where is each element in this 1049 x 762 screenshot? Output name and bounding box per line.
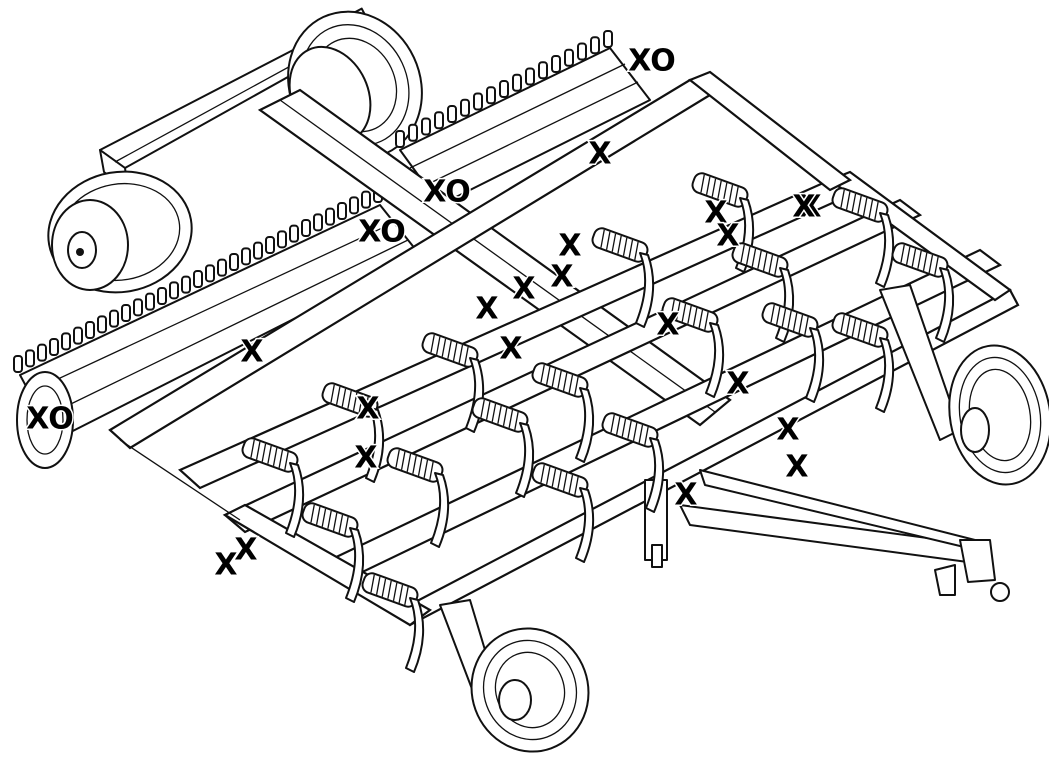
roller-tooth — [25, 349, 35, 368]
grease-point-marker: X — [798, 190, 821, 225]
shank-spring — [531, 462, 595, 563]
grease-point-marker: X — [674, 478, 697, 513]
grease-oil-point-marker: XO — [26, 402, 74, 437]
roller-tooth — [73, 326, 83, 345]
shank-assemblies — [241, 172, 955, 673]
roller-tooth — [37, 343, 47, 362]
shank-spring — [471, 397, 535, 498]
roller-tooth — [434, 111, 444, 130]
roller-tooth — [109, 309, 119, 328]
roller-tooth — [181, 275, 191, 294]
roller-tooth — [603, 30, 613, 48]
roller-tooth — [253, 241, 263, 260]
roller-tooth — [577, 42, 587, 61]
shank-spring — [361, 572, 425, 673]
roller-tooth — [49, 338, 59, 356]
roller-tooth — [133, 298, 143, 317]
grease-point-marker: X — [716, 219, 739, 254]
shank-spring — [601, 412, 665, 513]
transport-wheel-left — [47, 170, 193, 294]
grease-point-marker: X — [499, 332, 522, 367]
roller-tooth — [205, 264, 215, 283]
front-tongue — [644, 469, 1010, 602]
grease-point-marker: X — [512, 272, 535, 307]
grease-point-marker: X — [558, 229, 581, 264]
shank-spring — [301, 502, 365, 603]
roller-tooth — [395, 130, 405, 148]
grease-point-marker: X — [726, 367, 749, 402]
roller-tooth — [61, 332, 71, 351]
roller-tooth — [486, 86, 496, 105]
roller-tooth — [361, 190, 371, 209]
roller-tooth — [337, 202, 347, 220]
roller-tooth — [97, 315, 107, 334]
grease-point-marker: X — [240, 335, 263, 370]
grease-point-marker: X — [354, 441, 377, 476]
roller-tooth — [325, 207, 335, 226]
roller-tooth — [289, 224, 299, 243]
shank-spring — [591, 227, 655, 328]
roller-tooth — [85, 321, 95, 339]
grease-point-marker: X — [214, 548, 237, 583]
roller-tooth — [157, 287, 167, 305]
shank-spring — [386, 447, 450, 548]
roller-tooth — [301, 219, 311, 237]
roller-tooth — [564, 48, 574, 67]
roller-tooth — [460, 98, 470, 117]
roller-tooth — [473, 92, 483, 111]
grease-point-marker: X — [356, 392, 379, 427]
gauge-wheel-front-left — [439, 599, 590, 753]
roller-tooth — [13, 355, 23, 373]
roller-tooth — [551, 55, 561, 73]
grease-point-marker: X — [785, 450, 808, 485]
grease-point-marker: X — [792, 190, 815, 225]
shank-spring — [661, 297, 725, 398]
roller-tooth — [408, 123, 418, 142]
grease-oil-point-marker: XO — [423, 175, 471, 210]
shank-spring — [321, 382, 385, 483]
shank-spring — [241, 437, 305, 538]
grease-point-marker: X — [475, 292, 498, 327]
roller-tooth — [145, 292, 155, 311]
roller-tooth — [265, 236, 275, 254]
shank-spring — [761, 302, 825, 403]
roller-tooth — [349, 196, 359, 215]
roller-tooth — [538, 61, 548, 80]
shank-spring — [891, 242, 955, 343]
grease-point-marker: X — [588, 137, 611, 172]
shank-spring — [531, 362, 595, 463]
roller-tooth — [277, 230, 287, 249]
roller-tooth — [512, 73, 522, 92]
roller-tooth — [169, 281, 179, 300]
roller-tooth — [313, 213, 323, 232]
roller-tooth — [590, 36, 600, 55]
roller-tooth — [193, 270, 203, 288]
main-frame — [108, 70, 1020, 627]
rear-roller-right — [395, 30, 651, 206]
grease-oil-point-marker: XO — [358, 215, 406, 250]
shank-spring — [831, 187, 895, 288]
roller-tooth — [217, 258, 227, 277]
roller-tooth — [499, 80, 509, 98]
roller-tooth — [121, 304, 131, 322]
grease-point-marker: X — [656, 308, 679, 343]
grease-point-marker: X — [234, 533, 257, 568]
grease-oil-point-marker: XO — [628, 44, 676, 79]
grease-point-marker: X — [550, 260, 573, 295]
roller-tooth — [421, 117, 431, 136]
grease-point-marker: X — [776, 413, 799, 448]
roller-tooth — [241, 247, 251, 266]
shank-spring — [831, 312, 895, 413]
roller-tooth — [229, 253, 239, 271]
roller-tooth — [447, 105, 457, 123]
grease-point-marker: X — [704, 196, 727, 231]
gauge-wheel-front-right — [879, 284, 1049, 486]
roller-tooth — [525, 67, 535, 86]
